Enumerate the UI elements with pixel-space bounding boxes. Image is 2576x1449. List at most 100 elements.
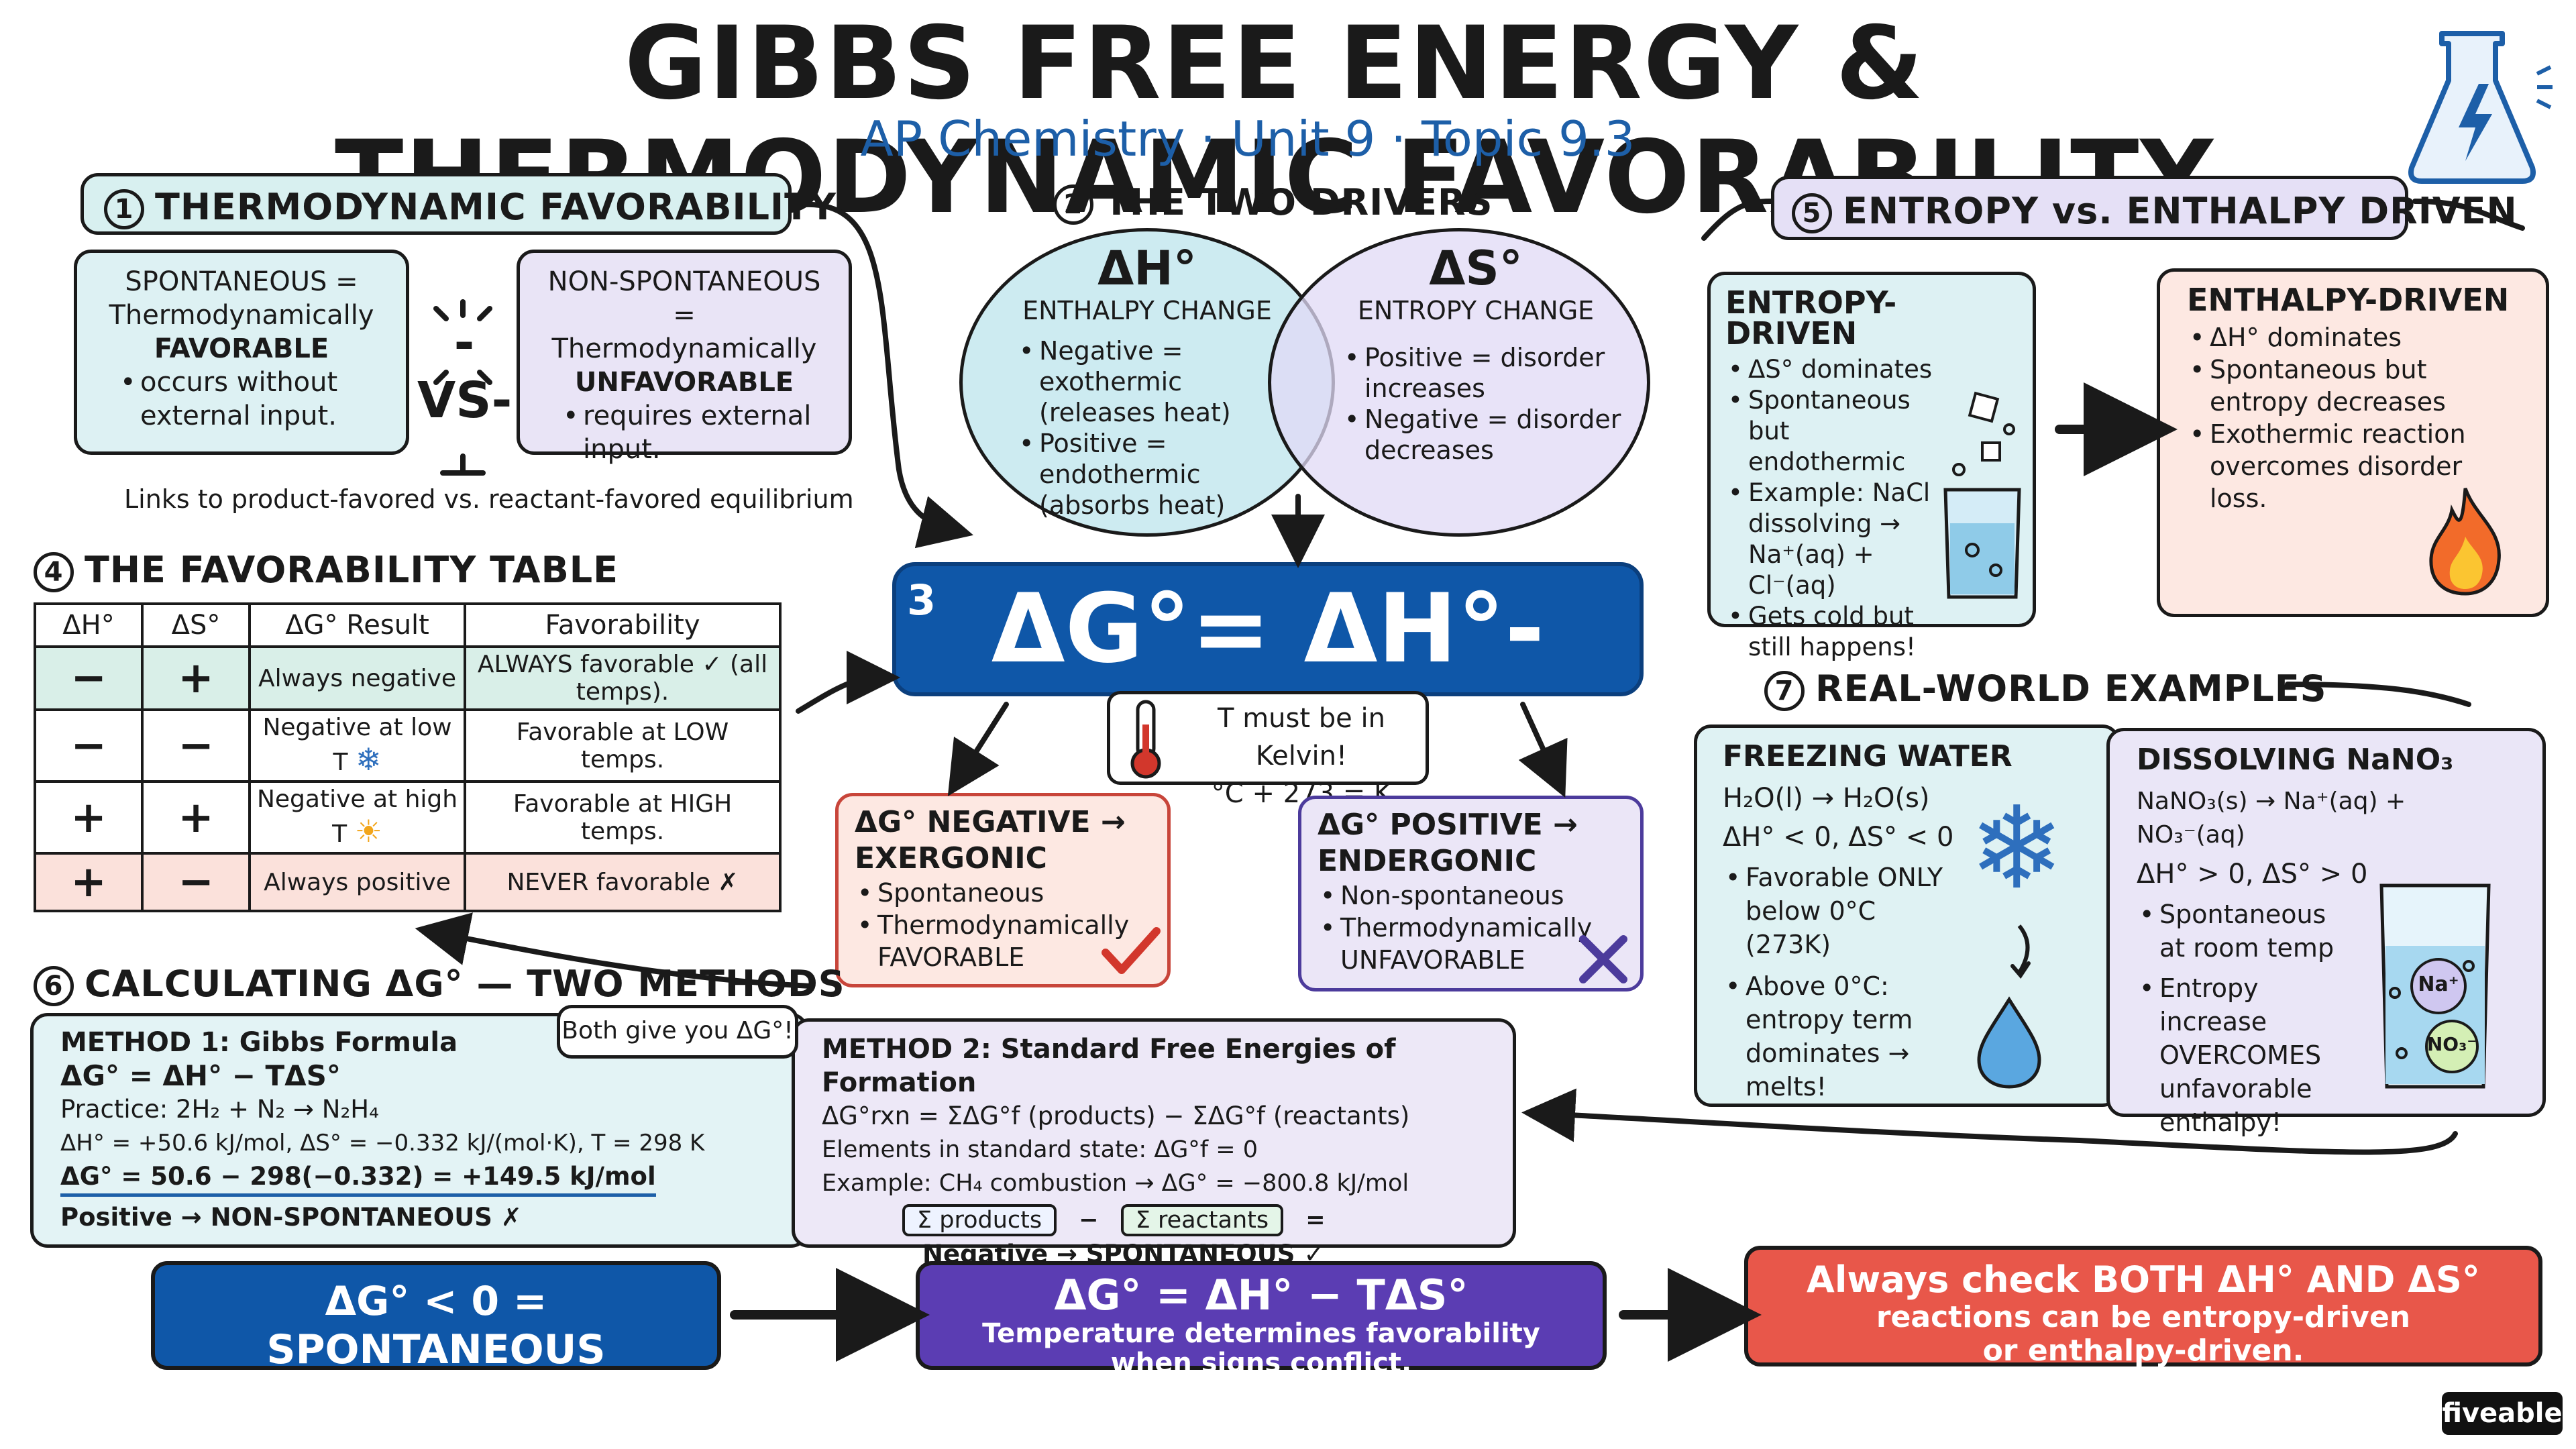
entropy-driven-card: ENTROPY-DRIVEN ΔS° dominates Spontaneous… bbox=[1707, 272, 2036, 661]
section-title: THE FAVORABILITY TABLE bbox=[85, 549, 619, 591]
dh-cell: + bbox=[34, 780, 144, 855]
ds-cell: − bbox=[141, 708, 251, 783]
table-row: + − Always positive NEVER favorable ✗ bbox=[34, 852, 782, 912]
section5-header: 5 ENTROPY vs. ENTHALPY DRIVEN bbox=[1771, 176, 2517, 240]
fiveable-logo[interactable]: fiveable bbox=[2442, 1392, 2563, 1435]
method1-calc: ΔG° = 50.6 − 298(−0.332) = +149.5 kJ/mol bbox=[60, 1160, 656, 1197]
freezing-title: FREEZING WATER bbox=[1723, 739, 2012, 773]
section-title: REAL-WORLD EXAMPLES bbox=[1815, 667, 2327, 710]
method1-result: Positive → NON-SPONTANEOUS ✗ bbox=[60, 1203, 522, 1232]
non-spontaneous-line1: NON-SPONTANEOUS = bbox=[547, 266, 821, 331]
sodium-ion-label: Na⁺ bbox=[2418, 973, 2459, 996]
gibbs-formula-box bbox=[892, 562, 1644, 696]
favorability-cell: ALWAYS favorable ✓ (all temps). bbox=[464, 645, 782, 711]
beaker-ions-icon bbox=[2379, 883, 2491, 1089]
minus-sign: − bbox=[1079, 1207, 1099, 1234]
method1-practice: Practice: 2H₂ + N₂ → N₂H₄ bbox=[60, 1095, 379, 1124]
enthalpy-driven-bullet: ΔH° dominates bbox=[2187, 321, 2482, 354]
formula-summary-banner: ΔG° = ΔH° − TΔS° Temperature determines … bbox=[916, 1261, 1607, 1378]
positive-title2: ENDERGONIC bbox=[1318, 844, 1537, 878]
dissolving-beaker-icon bbox=[1943, 391, 2021, 599]
section-number: 5 bbox=[1792, 193, 1832, 234]
result-cell: Negative at low T ❄ bbox=[248, 708, 467, 783]
negative-title1: ΔG° NEGATIVE → bbox=[855, 805, 1126, 839]
banner1-line1: ΔG° < 0 = SPONTANEOUS bbox=[266, 1278, 606, 1373]
checkmark-icon bbox=[1102, 927, 1161, 974]
section-title: THE TWO DRIVERS bbox=[1104, 181, 1493, 223]
enthalpy-bullets: Negative = exothermic (releases heat) Po… bbox=[1016, 335, 1258, 521]
section-number: 7 bbox=[1764, 671, 1805, 712]
method1-card: METHOD 1: Gibbs Formula ΔG° = ΔH° − TΔS°… bbox=[30, 1013, 808, 1248]
flame-icon bbox=[2429, 488, 2501, 596]
entropy-driven-title: ENTROPY-DRIVEN bbox=[1725, 284, 1897, 352]
both-methods-bubble: Both give you ΔG°! bbox=[557, 1005, 798, 1059]
reactants-chip: Σ reactants bbox=[1120, 1204, 1284, 1236]
non-spontaneous-card: NON-SPONTANEOUS = Thermodynamically UNFA… bbox=[517, 250, 852, 465]
section-title: THERMODYNAMIC FAVORABILITY bbox=[155, 186, 837, 228]
dissolving-equation: NaNO₃(s) → Na⁺(aq) + NO₃⁻(aq) bbox=[2137, 788, 2406, 849]
enthalpy-driven-bullet: Spontaneous but entropy decreases bbox=[2187, 354, 2482, 418]
negative-title2: EXERGONIC bbox=[855, 841, 1047, 875]
banner3-line1: Always check BOTH ΔH° AND ΔS° bbox=[1807, 1258, 2480, 1301]
banner2-line1: ΔG° = ΔH° − TΔS° bbox=[1054, 1271, 1468, 1320]
entropy-driven-bullet: Spontaneous but endothermic bbox=[1725, 385, 1953, 478]
section-title: ENTROPY vs. ENTHALPY DRIVEN bbox=[1843, 190, 2518, 232]
enthalpy-label: ENTHALPY CHANGE bbox=[1022, 296, 1272, 325]
section-number: 4 bbox=[34, 552, 74, 593]
entropy-bullet: Negative = disorder decreases bbox=[1342, 404, 1623, 466]
subtitle: AP Chemistry · Unit 9 · Topic 9.3 bbox=[860, 111, 1635, 167]
method2-card: METHOD 2: Standard Free Energies of Form… bbox=[792, 1018, 1516, 1269]
dissolving-bullet: Entropy increase OVERCOMES unfavorable e… bbox=[2137, 971, 2351, 1139]
ds-cell: + bbox=[141, 780, 251, 855]
favorability-cell: Favorable at LOW temps. bbox=[464, 708, 782, 783]
entropy-bullet: Positive = disorder increases bbox=[1342, 342, 1623, 404]
section-number: 6 bbox=[34, 966, 74, 1007]
positive-title1: ΔG° POSITIVE → bbox=[1318, 808, 1578, 842]
kelvin-note: T must be in Kelvin! °C + 273 = K bbox=[1107, 691, 1429, 809]
method2-title: METHOD 2: Standard Free Energies of Form… bbox=[822, 1034, 1396, 1098]
snowflake-icon: ❄ bbox=[1969, 782, 2065, 915]
entropy-symbol: ΔS° bbox=[1429, 241, 1523, 296]
method2-formula: ΔG°rxn = ΣΔG°f (products) − ΣΔG°f (react… bbox=[822, 1102, 1410, 1130]
freezing-signs: ΔH° < 0, ΔS° < 0 bbox=[1723, 822, 1954, 853]
result-cell: Negative at high T ☀ bbox=[248, 780, 467, 855]
favorability-cell: Favorable at HIGH temps. bbox=[464, 780, 782, 855]
positive-outcome-card: ΔG° POSITIVE → ENDERGONIC Non-spontaneou… bbox=[1298, 796, 1644, 991]
nitrate-ion-label: NO₃⁻ bbox=[2426, 1033, 2477, 1055]
banner1-line2: thermodynamically favorable. bbox=[174, 1375, 698, 1411]
enthalpy-driven-bullet: Exothermic reaction overcomes disorder l… bbox=[2187, 418, 2482, 515]
snowflake-icon: ❄ bbox=[355, 741, 382, 777]
entropy-heading: ΔS° ENTROPY CHANGE bbox=[1335, 241, 1617, 326]
flask-lightning-icon bbox=[2408, 31, 2553, 184]
positive-bullet: Thermodynamically UNFAVORABLE bbox=[1318, 912, 1592, 976]
non-spontaneous-line2: Thermodynamically bbox=[551, 333, 817, 364]
water-drop-icon bbox=[1977, 924, 2041, 1089]
vs-label: -VS- bbox=[417, 314, 513, 429]
table-row: − − Negative at low T ❄ Favorable at LOW… bbox=[34, 708, 782, 783]
spontaneous-card: SPONTANEOUS = Thermodynamically FAVORABL… bbox=[74, 250, 409, 455]
enthalpy-driven-title: ENTHALPY-DRIVEN bbox=[2187, 282, 2510, 318]
spontaneous-summary-banner: ΔG° < 0 = SPONTANEOUS thermodynamically … bbox=[151, 1261, 721, 1411]
method1-formula: ΔG° = ΔH° − TΔS° bbox=[60, 1059, 341, 1092]
equals-sign: = bbox=[1305, 1207, 1326, 1234]
method2-elements: Elements in standard state: ΔG°f = 0 bbox=[822, 1136, 1258, 1163]
result-text: Negative at low T bbox=[262, 714, 452, 776]
dh-cell: − bbox=[34, 708, 144, 783]
table-row: − + Always negative ALWAYS favorable ✓ (… bbox=[34, 645, 782, 711]
non-spontaneous-bullet: requires external input. bbox=[560, 399, 835, 466]
freezing-water-card: FREEZING WATER H₂O(l) → H₂O(s) ΔH° < 0, … bbox=[1694, 724, 2120, 1107]
cross-icon bbox=[1579, 935, 1627, 983]
result-text: Negative at high T bbox=[256, 786, 458, 848]
spontaneous-line3: FAVORABLE bbox=[154, 333, 329, 364]
method1-title: METHOD 1: Gibbs Formula bbox=[60, 1027, 458, 1058]
banner2-line3: when signs conflict. bbox=[1110, 1348, 1412, 1379]
non-spontaneous-line3: UNFAVORABLE bbox=[574, 367, 794, 398]
column-header: ΔG° Result bbox=[248, 602, 467, 648]
dissolving-signs: ΔH° > 0, ΔS° > 0 bbox=[2137, 859, 2368, 890]
dh-cell: − bbox=[34, 645, 144, 711]
enthalpy-bullet: Negative = exothermic (releases heat) bbox=[1016, 335, 1258, 428]
